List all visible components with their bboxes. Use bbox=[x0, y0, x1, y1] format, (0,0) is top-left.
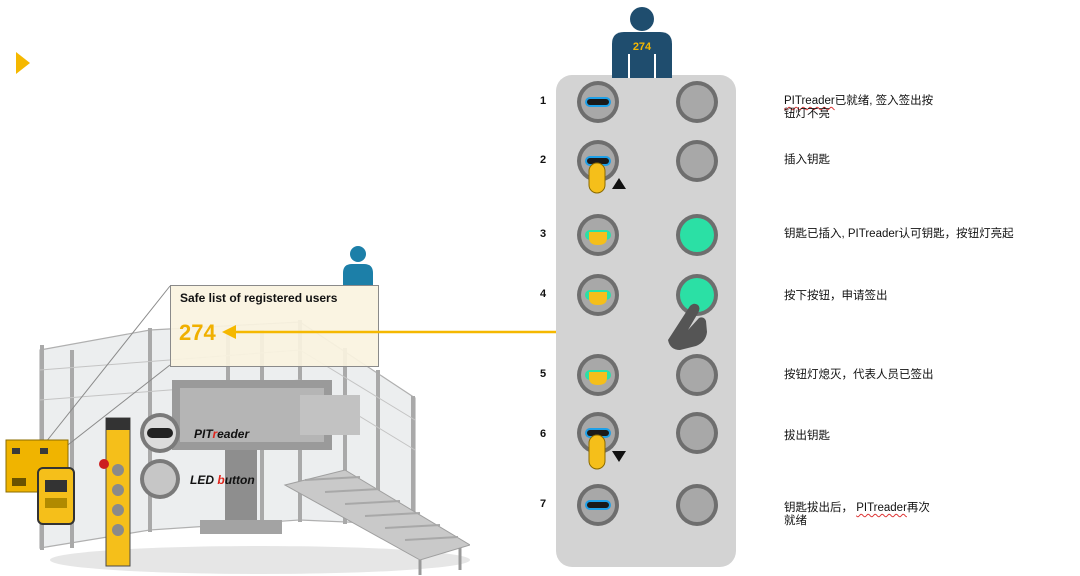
step-number: 7 bbox=[539, 498, 547, 510]
led-button-step-4 bbox=[676, 274, 718, 316]
arrow-down-icon bbox=[612, 451, 626, 462]
led-button-label: LED button bbox=[190, 473, 255, 487]
led-button-step-2 bbox=[676, 140, 718, 182]
arrow-up-icon bbox=[612, 178, 626, 189]
pitreader-step-5 bbox=[577, 354, 619, 396]
panel-graphics bbox=[577, 81, 718, 526]
step-number: 1 bbox=[539, 95, 547, 107]
pitreader-unit bbox=[37, 467, 75, 525]
led-button-step-7 bbox=[676, 484, 718, 526]
pitreader-label: PITreader bbox=[194, 427, 250, 441]
step-description: 钥匙拔出后， PITreader再次就绪 bbox=[784, 502, 930, 527]
step-number: 6 bbox=[539, 428, 547, 440]
safe-list-title: Safe list of registered users bbox=[180, 291, 338, 305]
pitreader-step-6 bbox=[577, 412, 619, 470]
pitreader-step-3 bbox=[577, 214, 619, 256]
step-number: 2 bbox=[539, 154, 547, 166]
key-icon bbox=[588, 162, 606, 194]
button-column bbox=[99, 417, 131, 567]
callout-line-lower bbox=[54, 364, 171, 456]
led-button-step-3 bbox=[676, 214, 718, 256]
conveyor bbox=[283, 469, 470, 575]
safe-list-number: 274 bbox=[179, 320, 216, 345]
person-icon: 274 bbox=[612, 7, 672, 78]
pitreader-step-2 bbox=[577, 140, 619, 194]
step-number: 5 bbox=[539, 368, 547, 380]
step-description: 插入钥匙 bbox=[784, 154, 830, 166]
hand-pointer-icon bbox=[668, 303, 707, 350]
step-description: 按下按钮，申请签出 bbox=[784, 290, 888, 302]
callout-line-upper bbox=[37, 285, 171, 453]
machine-body bbox=[172, 380, 360, 534]
floor-shadow bbox=[50, 546, 470, 574]
triangle-marker-icon bbox=[16, 52, 30, 74]
safe-list-box bbox=[170, 285, 379, 367]
step-number: 3 bbox=[539, 228, 547, 240]
key-icon bbox=[589, 292, 607, 305]
led-button-step-6 bbox=[676, 412, 718, 454]
person-icon bbox=[343, 246, 373, 286]
step-description: 按钮灯熄灭，代表人员已签出 bbox=[784, 369, 934, 381]
key-icon bbox=[588, 434, 606, 470]
led-button-callout bbox=[140, 459, 180, 499]
led-button-step-5 bbox=[676, 354, 718, 396]
key-icon bbox=[589, 232, 607, 245]
key-icon bbox=[589, 372, 607, 385]
user-badge-number: 274 bbox=[633, 41, 652, 53]
led-button-step-1 bbox=[676, 81, 718, 123]
pitreader-step-4 bbox=[577, 274, 619, 316]
step-number: 4 bbox=[539, 288, 547, 300]
pitreader-step-1 bbox=[577, 81, 619, 123]
step-description: 拔出钥匙 bbox=[784, 430, 830, 442]
step-description: 钥匙已插入, PITreader认可钥匙，按钮灯亮起 bbox=[784, 228, 1014, 240]
pitreader-step-7 bbox=[577, 484, 619, 526]
checkout-arrow bbox=[222, 325, 586, 339]
step-description: PITreader已就绪, 签入签出按钮灯不亮 bbox=[784, 95, 934, 120]
pitreader-callout bbox=[140, 413, 180, 453]
